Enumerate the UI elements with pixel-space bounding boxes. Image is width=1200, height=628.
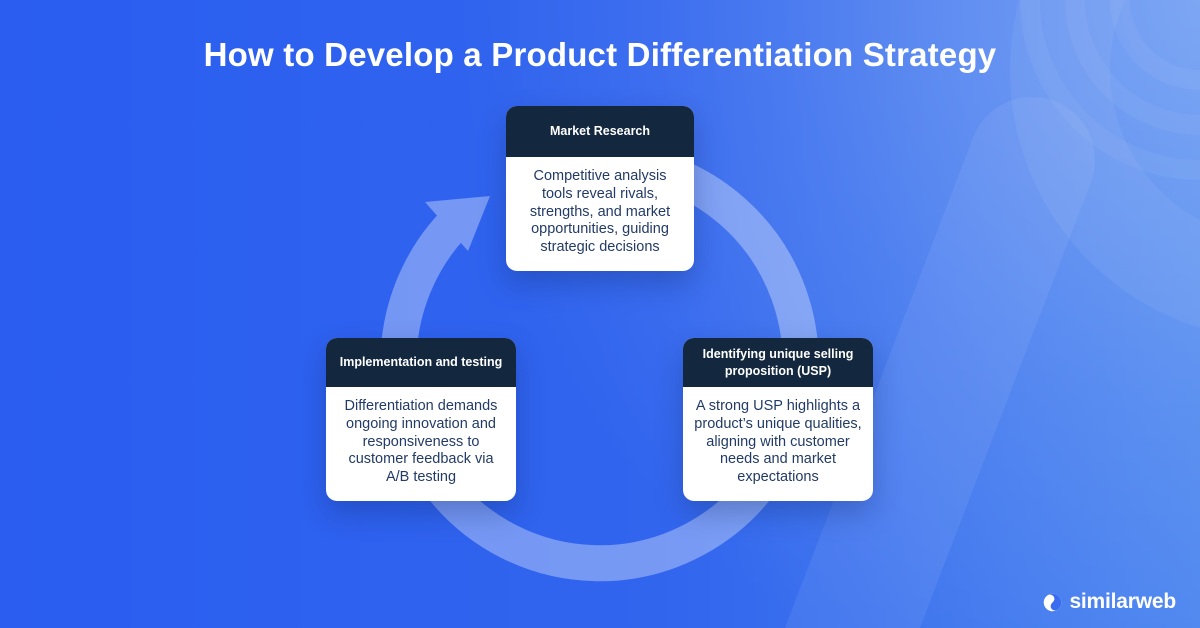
step-card-implementation-testing: Implementation and testing Differentiati… [326,338,516,502]
step-card-market-research: Market Research Competitive analysis too… [506,106,694,272]
step-card-header-label: Market Research [549,124,651,139]
step-card-usp: Identifying unique selling proposition (… [683,338,873,502]
page-title: How to Develop a Product Differentiation… [203,36,997,73]
step-card-header: Implementation and testing [326,338,516,387]
step-card-header: Market Research [506,106,694,157]
similarweb-swirl-icon [1044,593,1062,611]
step-card-body: A strong USP highlights a product’s uniq… [694,398,862,486]
step-card-header: Identifying unique selling proposition (… [683,338,873,387]
step-card-header-label: Identifying unique selling proposition (… [702,347,854,378]
step-card-body: Competitive analysis tools reveal rivals… [529,168,671,256]
step-card-body: Differentiation demands ongoing innovati… [344,398,498,486]
step-card-header-label: Implementation and testing [339,355,503,370]
similarweb-logo: similarweb [1042,590,1176,614]
similarweb-wordmark: similarweb [1069,590,1176,613]
